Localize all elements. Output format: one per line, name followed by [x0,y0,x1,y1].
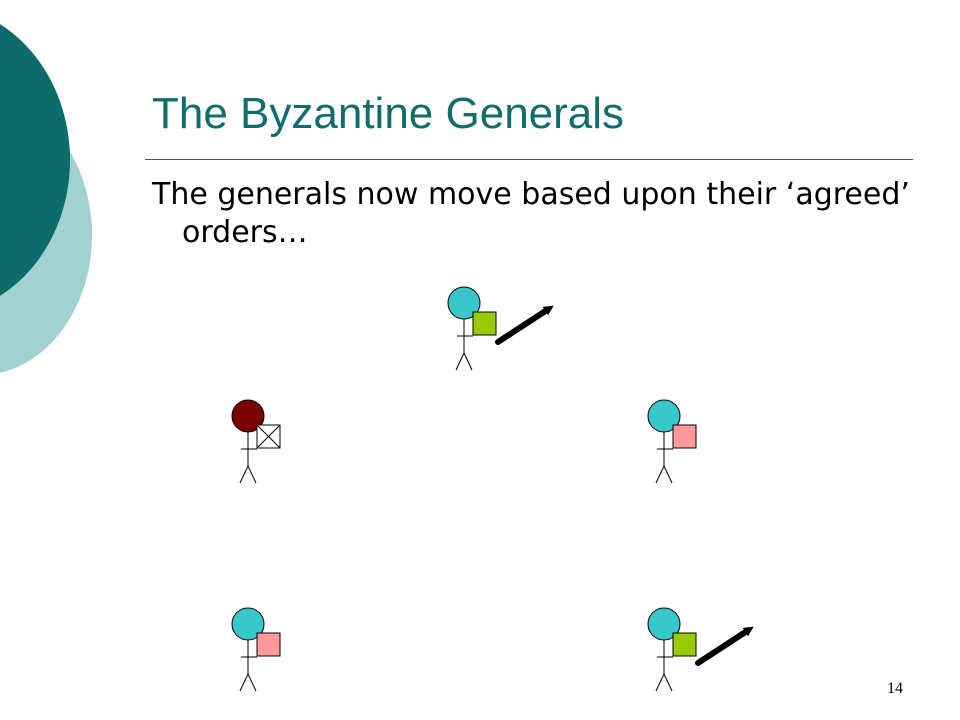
general-left-leg [239,465,249,484]
decorative-circles [0,24,92,373]
movement-arrow [695,626,754,666]
general-right-leg [247,465,257,484]
retreat-order-box [256,632,281,657]
attack-order-box [472,311,497,336]
movement-arrow [495,305,554,345]
general-top [447,286,554,371]
general-head [447,286,481,320]
general-right-leg [463,352,473,371]
general-head [647,399,681,433]
general-left-leg [455,352,465,371]
general-left-leg [655,465,665,484]
general-right-leg [663,465,673,484]
general-head [231,607,265,641]
slide-title: The Byzantine Generals [152,89,625,138]
attack-order-box [672,632,697,657]
general-bottom-right [647,607,754,692]
dark-teal-circle [0,24,70,296]
general-middle-left [231,399,281,484]
general-middle-right [647,399,697,484]
general-left-leg [239,673,249,692]
general-right-leg [247,673,257,692]
general-head [647,607,681,641]
general-left-leg [655,673,665,692]
retreat-order-box [672,424,697,449]
slide-number: 14 [887,680,903,697]
title-divider [145,159,913,160]
general-bottom-left [231,607,281,692]
general-right-leg [663,673,673,692]
general-head [231,399,265,433]
slide-body-text: The generals now move based upon their ‘… [152,177,910,250]
no-order-cross-line [256,424,281,449]
